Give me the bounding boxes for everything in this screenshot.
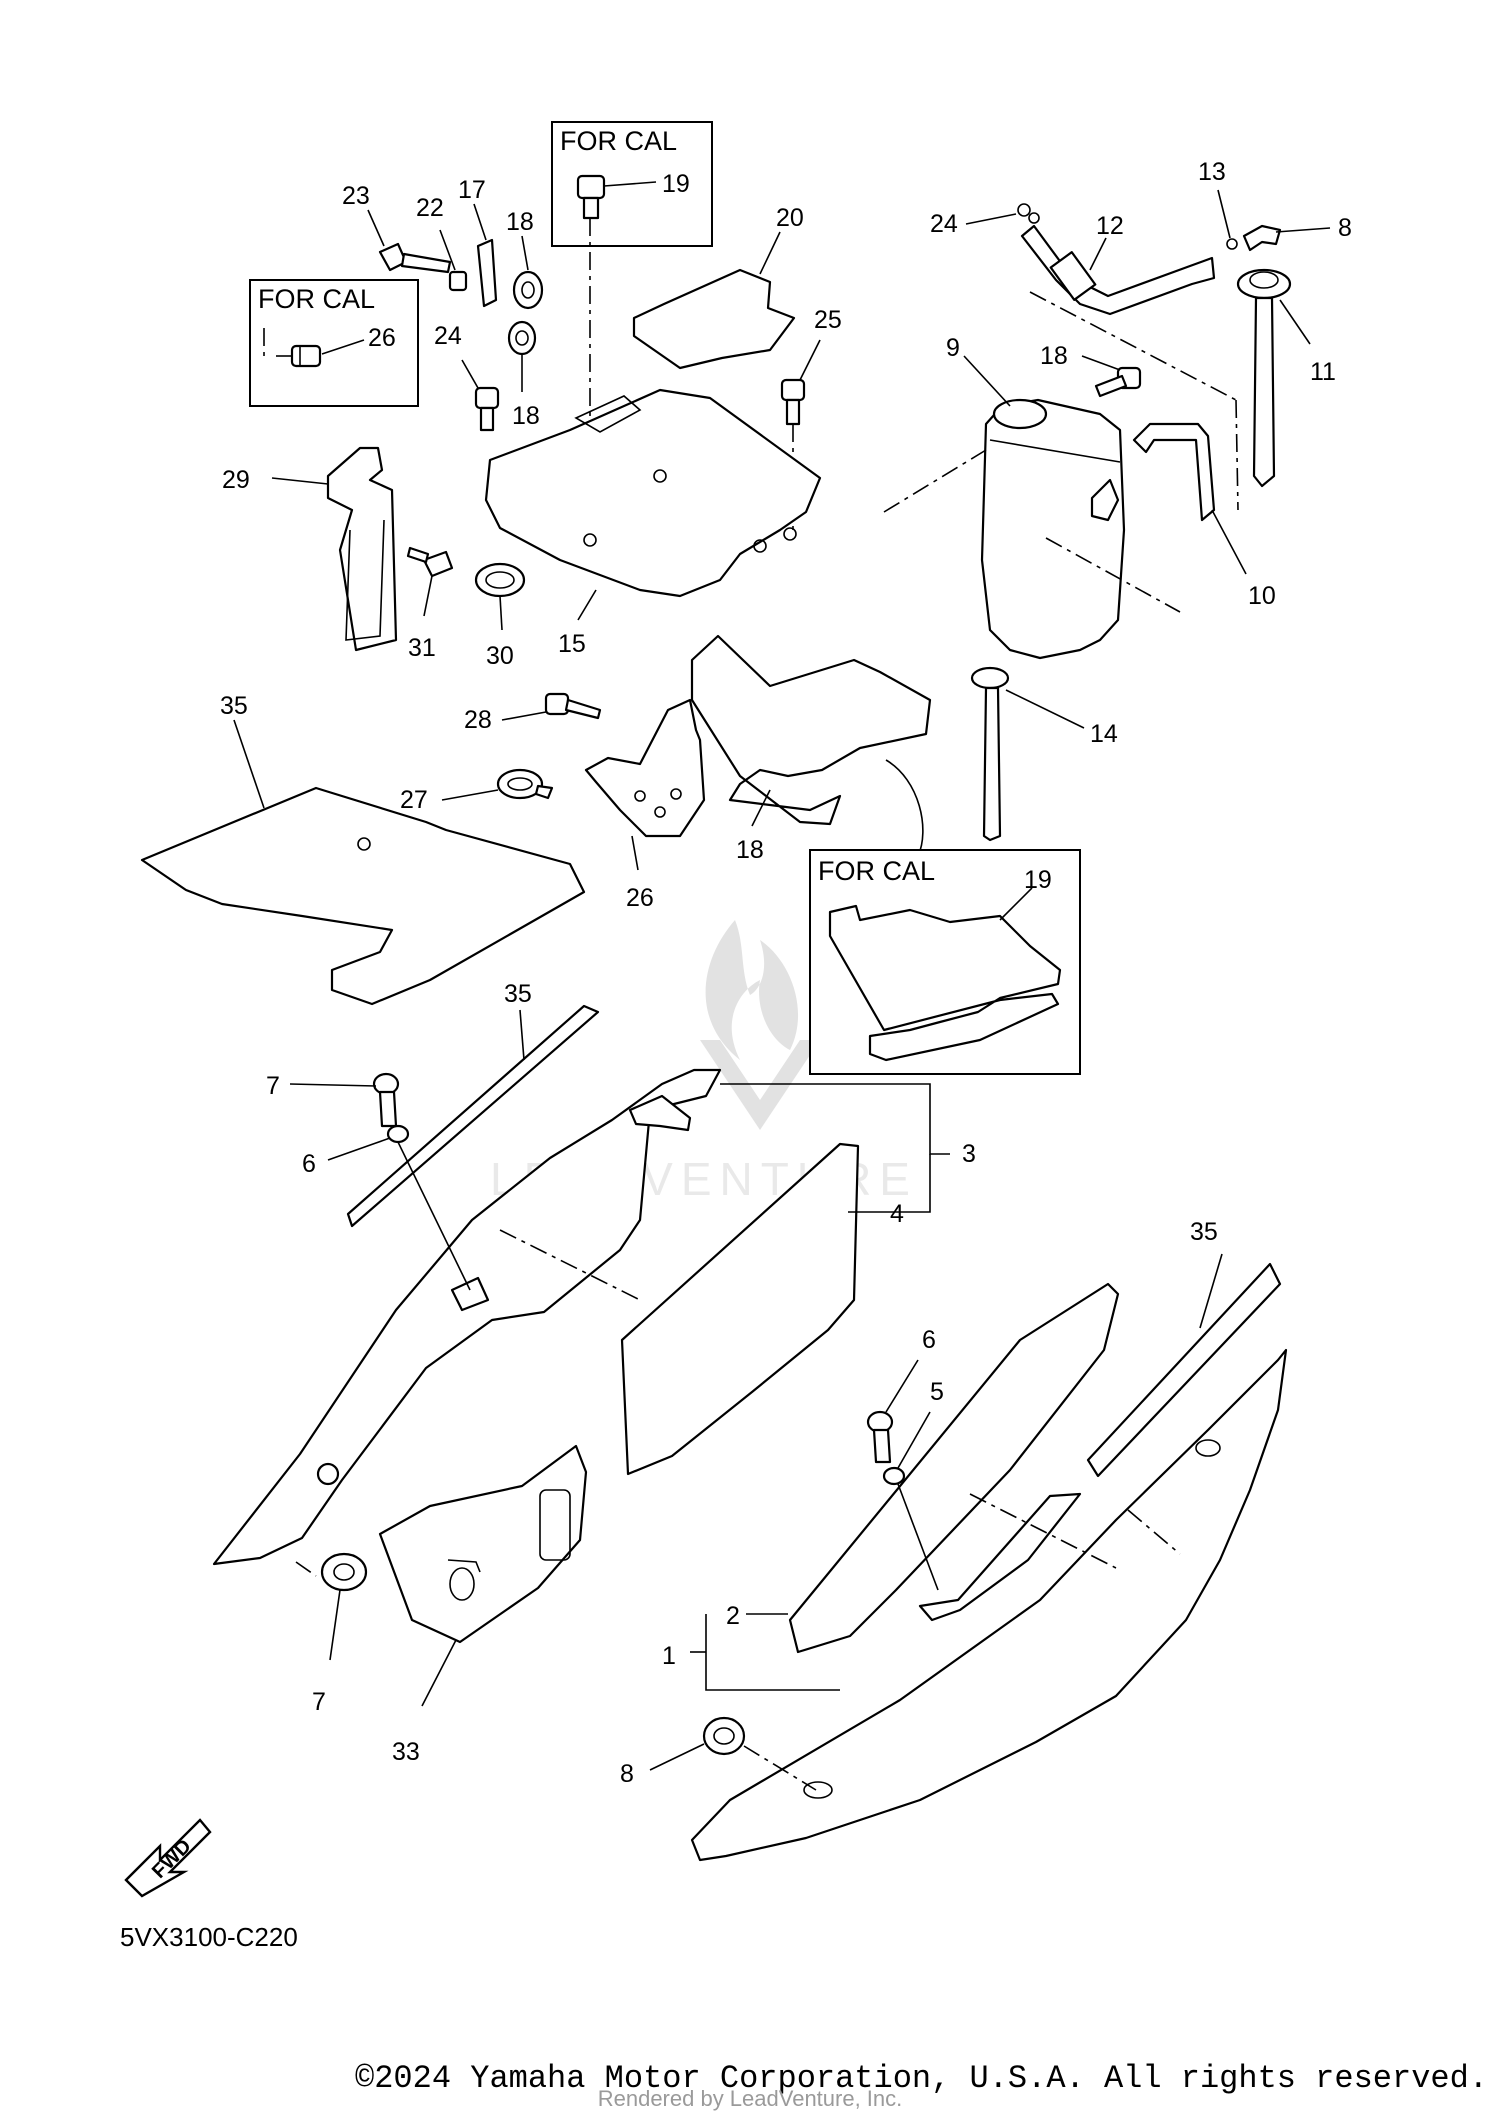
callout-19: 19 xyxy=(662,170,690,198)
callout-34: 35 xyxy=(220,692,248,720)
callout-18-cal: 19 xyxy=(1024,866,1052,894)
callout-3: 3 xyxy=(962,1140,976,1168)
callout-33: 33 xyxy=(392,1738,420,1766)
callout-26: 26 xyxy=(626,884,654,912)
callout-2: 2 xyxy=(726,1602,740,1630)
collar-part-22 xyxy=(448,270,468,292)
bolt-part-16 xyxy=(1094,366,1142,398)
callout-6-right: 6 xyxy=(922,1326,936,1354)
bolt-part-25a xyxy=(474,386,500,432)
washer-part-5-left xyxy=(386,1124,410,1144)
callout-4: 4 xyxy=(890,1200,904,1228)
callout-23: 23 xyxy=(342,182,370,210)
for-cal-leader xyxy=(885,759,924,857)
for-cal-label-2: FOR CAL xyxy=(560,126,677,156)
clip-part-24 xyxy=(1017,203,1040,224)
hose-part-12 xyxy=(1020,224,1216,316)
callout-1: 1 xyxy=(662,1642,676,1670)
diagram-code: 5VX3100-C220 xyxy=(120,1922,298,1952)
callout-10: 10 xyxy=(1248,582,1276,610)
callout-30: 30 xyxy=(486,642,514,670)
callout-5-left: 6 xyxy=(302,1150,316,1178)
bracket-part-26 xyxy=(584,698,706,838)
clamp-part-30 xyxy=(474,562,526,598)
bolt-part-25b xyxy=(780,378,806,426)
bracket-part-29 xyxy=(326,446,398,652)
callout-21-top: 18 xyxy=(506,208,534,236)
callout-35-right: 35 xyxy=(1190,1218,1218,1246)
callout-35-left: 35 xyxy=(504,980,532,1008)
callout-17: 20 xyxy=(776,204,804,232)
for-cal-box-32 xyxy=(249,279,419,407)
panel-part-4 xyxy=(620,1142,860,1476)
strip-part-35-right xyxy=(1086,1262,1282,1478)
pad-part-17 xyxy=(632,268,796,370)
bolt-part-6-right xyxy=(866,1410,894,1464)
bolt-part-23 xyxy=(378,242,452,274)
strip-part-35-left xyxy=(346,1004,600,1228)
callout-16: 18 xyxy=(1040,342,1068,370)
callout-8: 9 xyxy=(946,334,960,362)
grommet-part-21a xyxy=(512,270,544,310)
grommet-part-7-right xyxy=(702,1716,746,1756)
callout-22: 22 xyxy=(416,194,444,222)
plate-part-20 xyxy=(476,238,498,308)
bolt-part-6-left xyxy=(372,1072,400,1128)
callout-25-left: 24 xyxy=(434,322,462,350)
copyright-notice: ©2024 Yamaha Motor Corporation, U.S.A. A… xyxy=(355,2060,1488,2097)
callout-5-right: 5 xyxy=(930,1378,944,1406)
callout-12: 12 xyxy=(1096,212,1124,240)
washer-part-5-right xyxy=(882,1466,906,1486)
bolt-part-32 xyxy=(276,344,322,368)
clamp-part-14 xyxy=(970,666,1010,842)
plate-part-15 xyxy=(484,388,822,598)
callout-7-right: 8 xyxy=(620,1760,634,1788)
callout-6-left: 7 xyxy=(266,1072,280,1100)
pad-part-18-cal xyxy=(828,904,1062,1062)
callout-21-bottom: 18 xyxy=(512,402,540,430)
pipe-part-9 xyxy=(1242,224,1282,252)
callout-28: 28 xyxy=(464,706,492,734)
bolt-part-31 xyxy=(406,546,454,578)
callout-25-right: 25 xyxy=(814,306,842,334)
bolt-part-28 xyxy=(544,692,602,720)
callout-11: 11 xyxy=(1310,358,1336,386)
pad-part-18 xyxy=(690,634,932,826)
panel-part-2 xyxy=(788,1282,1120,1654)
grommet-part-7-left xyxy=(320,1552,368,1592)
guard-part-33 xyxy=(378,1444,588,1644)
callout-13: 13 xyxy=(1198,158,1226,186)
callout-9: 8 xyxy=(1338,214,1352,242)
callout-15: 15 xyxy=(558,630,586,658)
tank-part-8 xyxy=(980,398,1216,660)
bolt-part-19 xyxy=(576,174,606,220)
for-cal-label-3: FOR CAL xyxy=(818,856,935,886)
callout-32: 26 xyxy=(368,324,396,352)
callout-29: 29 xyxy=(222,466,250,494)
callout-7-left: 7 xyxy=(312,1688,326,1716)
clamp-part-27 xyxy=(496,768,554,800)
for-cal-label-1: FOR CAL xyxy=(258,284,375,314)
sidecover-part-1 xyxy=(690,1348,1288,1862)
callout-24: 24 xyxy=(930,210,958,238)
grommet-part-21b xyxy=(507,320,537,356)
rendered-by-notice: Rendered by LeadVenture, Inc. xyxy=(597,2086,903,2111)
callout-14: 14 xyxy=(1090,720,1118,748)
sidecover-part-3 xyxy=(212,1068,722,1566)
cap-part-11 xyxy=(1236,268,1292,488)
callout-31: 31 xyxy=(408,634,436,662)
callout-18-main: 18 xyxy=(736,836,764,864)
callout-20: 17 xyxy=(458,176,486,204)
pad-part-34 xyxy=(140,786,586,1006)
callout-27: 27 xyxy=(400,786,428,814)
fwd-arrow-icon: FWD xyxy=(124,1818,212,1898)
clip-part-13 xyxy=(1226,238,1238,250)
